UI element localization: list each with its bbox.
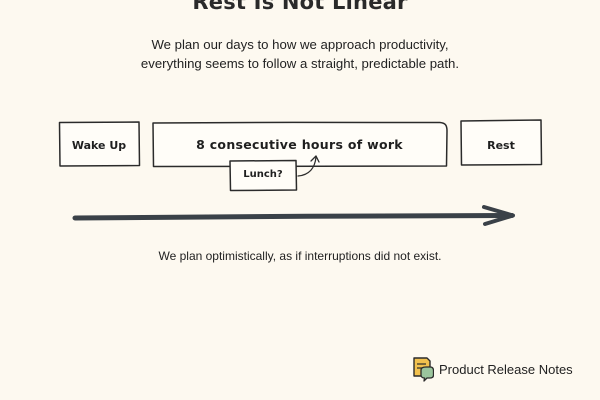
rest-label: Rest — [487, 139, 515, 152]
timeline-arrow-line — [72, 213, 515, 221]
subtitle-line-2: everything seems to follow a straight, p… — [140, 56, 460, 71]
caption: We plan optimistically, as if interrupti… — [158, 249, 442, 263]
subtitle-line-1: We plan our days to how we approach prod… — [151, 37, 449, 52]
lunch-curve-arrowhead — [310, 155, 320, 163]
lunch-curve-arrow — [297, 156, 317, 177]
brand: Product Release Notes — [410, 356, 573, 382]
brand-name: Product Release Notes — [439, 361, 573, 377]
notes-chat-icon — [410, 356, 434, 382]
lunch-label: Lunch? — [243, 169, 283, 180]
page-title: Rest Is Not Linear — [192, 0, 408, 14]
wake-up-label: Wake Up — [71, 139, 127, 152]
subtitle: We plan our days to how we approach prod… — [0, 35, 600, 73]
timeline-arrowhead — [482, 205, 515, 226]
work-label: 8 consecutive hours of work — [196, 137, 403, 152]
